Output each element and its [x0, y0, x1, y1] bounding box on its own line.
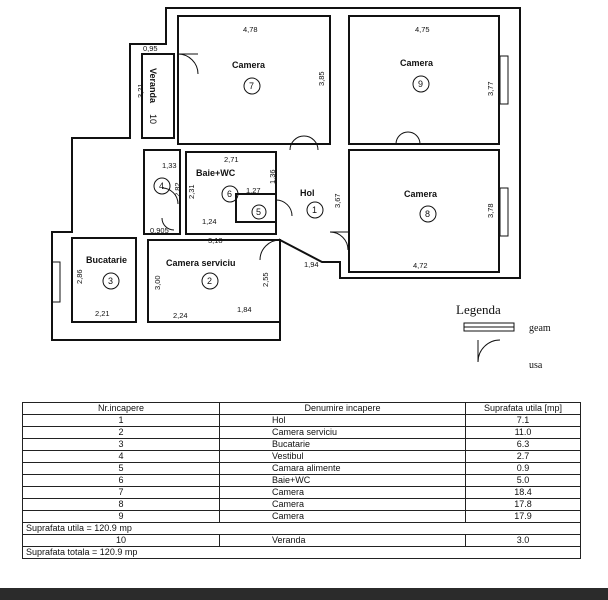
dim-label: 1,24 [202, 217, 217, 226]
cell-area: 7.1 [465, 414, 581, 427]
dim-label: 3,18 [208, 236, 223, 245]
room-3-number: 3 [108, 276, 113, 286]
dim-label: 1,36 [268, 169, 277, 184]
table-row: 10 Veranda 3.0 [22, 534, 581, 547]
dim-label: 2,82 [173, 182, 182, 197]
room-2-label: Camera serviciu [166, 258, 236, 268]
cell-number: 7 [22, 486, 220, 499]
cell-number: 3 [22, 438, 220, 451]
table-row: 7 Camera 18.4 [22, 486, 581, 499]
cell-number: 8 [22, 498, 220, 511]
cell-name: Vestibul [219, 450, 466, 463]
cell-area: 18.4 [465, 486, 581, 499]
dim-label: 1,94 [304, 260, 319, 269]
room-7-label: Camera [232, 60, 266, 70]
cell-area: 3.0 [465, 534, 581, 547]
header-room-name: Denumire incapere [219, 402, 466, 415]
table-row: 6 Baie+WC 5.0 [22, 474, 581, 487]
table-row: 9 Camera 17.9 [22, 510, 581, 523]
cell-name: Camera [219, 510, 466, 523]
grand-total: Suprafata totala = 120.9 mp [22, 546, 581, 559]
cell-area: 6.3 [465, 438, 581, 451]
cell-name: Camara alimente [219, 462, 466, 475]
table-header-row: Nr.incapere Denumire incapere Suprafata … [22, 402, 581, 415]
useful-total-row: Suprafata utila = 120.9 mp [22, 522, 581, 535]
table-row: 1 Hol 7.1 [22, 414, 581, 427]
room-10-number: 10 [148, 114, 158, 124]
legend-door-label: usa [529, 360, 543, 371]
table-row: 3 Bucatarie 6.3 [22, 438, 581, 451]
dim-label: 2,71 [224, 155, 239, 164]
room-1-number: 1 [312, 205, 317, 215]
dim-label: 0,905 [150, 226, 169, 235]
cell-name: Baie+WC [219, 474, 466, 487]
table-row: 4 Vestibul 2.7 [22, 450, 581, 463]
cell-name: Veranda [219, 534, 466, 547]
legend-title: Legenda [456, 302, 501, 317]
dim-label: 3,67 [333, 193, 342, 208]
dim-label: 2,21 [95, 309, 110, 318]
cell-name: Camera [219, 498, 466, 511]
room-7-number: 7 [249, 81, 254, 91]
cell-number: 4 [22, 450, 220, 463]
room-8-number: 8 [425, 209, 430, 219]
room-6-label: Baie+WC [196, 168, 236, 178]
dim-label: 2,86 [75, 269, 84, 284]
room-3-label: Bucatarie [86, 255, 127, 265]
cell-number: 6 [22, 474, 220, 487]
room-2-number: 2 [207, 276, 212, 286]
legend-window-label: geam [529, 323, 551, 334]
room-8-label: Camera [404, 189, 438, 199]
room-10-label: Veranda [148, 68, 158, 104]
cell-area: 0.9 [465, 462, 581, 475]
room-4-number: 4 [159, 181, 164, 191]
table-row: 5 Camara alimente 0.9 [22, 462, 581, 475]
cell-name: Bucatarie [219, 438, 466, 451]
dim-label: 1,27 [246, 186, 261, 195]
room-9-label: Camera [400, 58, 434, 68]
dim-label: 3,00 [153, 275, 162, 290]
dim-label: 2,55 [261, 272, 270, 287]
cell-number: 10 [22, 534, 220, 547]
cell-area: 17.9 [465, 510, 581, 523]
cell-number: 5 [22, 462, 220, 475]
cell-area: 2.7 [465, 450, 581, 463]
room-5-number: 5 [256, 207, 261, 217]
dim-label: 2,24 [173, 311, 188, 320]
dim-label: 1,33 [162, 161, 177, 170]
cell-name: Hol [219, 414, 466, 427]
dim-label: 0,95 [143, 44, 158, 53]
dim-label: 3,85 [317, 71, 326, 86]
dim-label: 1,84 [237, 305, 252, 314]
cell-number: 2 [22, 426, 220, 439]
cell-area: 17.8 [465, 498, 581, 511]
header-room-number: Nr.incapere [22, 402, 220, 415]
cell-number: 9 [22, 510, 220, 523]
dim-label: 2,31 [187, 184, 196, 199]
table-row: 8 Camera 17.8 [22, 498, 581, 511]
grand-total-row: Suprafata totala = 120.9 mp [22, 546, 581, 559]
cell-area: 5.0 [465, 474, 581, 487]
floor-plan: Camera 7 Camera 9 Camera 8 Hol 1 Baie+WC… [51, 7, 551, 371]
table-row: 2 Camera serviciu 11.0 [22, 426, 581, 439]
cell-name: Camera [219, 486, 466, 499]
cell-area: 11.0 [465, 426, 581, 439]
cell-name: Camera serviciu [219, 426, 466, 439]
room-6-number: 6 [227, 189, 232, 199]
header-area: Suprafata utila [mp] [465, 402, 581, 415]
dim-label: 3,21 [136, 83, 145, 98]
dim-label: 3,78 [486, 203, 495, 218]
bottom-bar [0, 588, 608, 600]
dim-label: 4,78 [243, 25, 258, 34]
dim-label: 4,75 [415, 25, 430, 34]
dim-label: 3,77 [486, 81, 495, 96]
room-9-number: 9 [418, 79, 423, 89]
room-1-label: Hol [300, 188, 315, 198]
dim-label: 4,72 [413, 261, 428, 270]
useful-total: Suprafata utila = 120.9 mp [22, 522, 581, 535]
cell-number: 1 [22, 414, 220, 427]
room-area-table: Nr.incapere Denumire incapere Suprafata … [22, 402, 581, 559]
